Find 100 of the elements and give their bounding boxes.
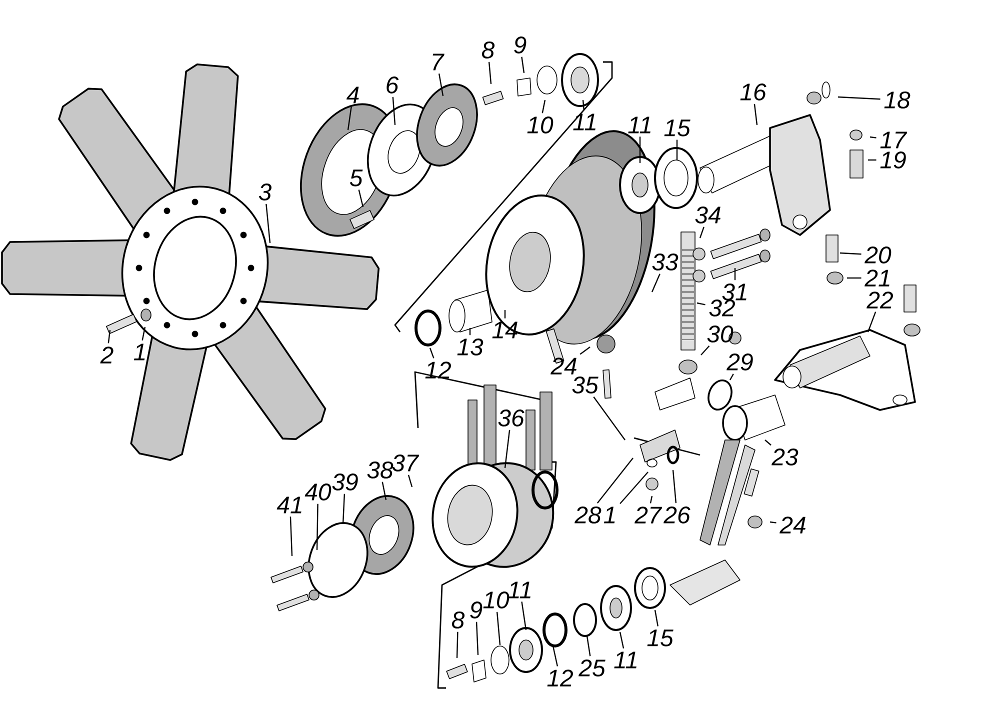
callout-number: 24 <box>550 358 576 374</box>
callout-number: 26 <box>664 506 690 524</box>
callout-number: 21 <box>864 270 890 286</box>
leader-line <box>476 622 479 656</box>
leader-line <box>672 470 677 504</box>
leader-line <box>654 610 658 626</box>
callout-number: 29 <box>726 354 753 370</box>
leader-line <box>342 494 346 524</box>
leader-line <box>521 56 525 74</box>
callout-number: 33 <box>652 254 678 270</box>
callout-number: 39 <box>332 474 358 490</box>
leader-line <box>620 472 648 504</box>
callout-number: 38 <box>367 462 394 478</box>
leader-line <box>316 504 318 550</box>
leader-line <box>867 312 876 332</box>
callout-number: 28 <box>574 506 602 524</box>
leader-line <box>392 96 396 126</box>
callout-number: 23 <box>772 448 798 466</box>
leader-line <box>488 62 492 84</box>
leader-line <box>580 346 590 355</box>
leader-line <box>382 482 387 500</box>
callout-number: 17 <box>880 132 908 148</box>
leader-line <box>619 632 624 648</box>
callout-number: 8 <box>482 42 495 58</box>
leader-line <box>586 636 591 656</box>
leader-line <box>266 204 271 244</box>
leader-line <box>676 140 678 160</box>
callout-number: 11 <box>508 582 530 598</box>
leader-line <box>358 190 364 208</box>
leader-line <box>142 326 146 340</box>
callout-number: 36 <box>498 410 524 426</box>
callout-number: 37 <box>392 454 420 472</box>
callout-number: 16 <box>740 84 766 100</box>
callout-number: 24 <box>780 516 806 534</box>
callout-number: 30 <box>707 326 734 342</box>
leader-line <box>108 330 111 344</box>
callout-number: 5 <box>350 170 363 186</box>
callout-number: 35 <box>572 376 598 394</box>
leader-line <box>847 277 862 279</box>
leader-line <box>429 348 434 358</box>
leader-line <box>868 159 876 161</box>
leader-line <box>438 74 444 96</box>
leader-line <box>456 632 458 658</box>
callout-number: 41 <box>276 496 302 514</box>
callout-number: 9 <box>470 602 482 618</box>
leader-line <box>552 646 558 666</box>
leader-line <box>504 430 510 468</box>
leader-line <box>542 100 546 114</box>
leader-line <box>582 100 585 110</box>
callout-number: 27 <box>634 506 662 524</box>
callout-number: 20 <box>864 246 892 264</box>
callout-number: 1 <box>604 506 615 524</box>
callout-number: 3 <box>258 184 272 200</box>
leader-line <box>870 136 876 138</box>
callout-number: 1 <box>134 344 145 360</box>
leader-line <box>504 310 506 318</box>
callout-number: 32 <box>709 300 735 316</box>
leader-line <box>770 521 776 524</box>
callout-number: 10 <box>527 116 554 134</box>
callout-number: 34 <box>695 206 720 224</box>
leader-line <box>699 226 704 238</box>
leader-line <box>840 252 862 255</box>
leader-line <box>764 440 772 446</box>
callout-number: 12 <box>547 670 573 686</box>
leader-line <box>596 458 634 504</box>
leader-line <box>290 516 293 556</box>
callout-number: 11 <box>614 652 636 668</box>
callout-number: 18 <box>884 92 910 108</box>
callout-number: 31 <box>722 284 746 300</box>
callout-number: 8 <box>452 612 465 628</box>
leader-line <box>754 104 758 126</box>
callout-number: 15 <box>664 120 690 136</box>
callout-number: 4 <box>346 86 359 104</box>
leader-line <box>838 96 880 100</box>
callout-number: 2 <box>100 346 114 364</box>
leader-line <box>593 396 626 440</box>
callout-number: 9 <box>514 36 526 54</box>
leader-line <box>408 474 413 488</box>
callout-number: 25 <box>578 660 606 676</box>
callout-number: 40 <box>304 484 332 500</box>
leader-line <box>469 328 471 336</box>
callout-number: 14 <box>492 322 518 338</box>
leader-line <box>521 602 527 630</box>
callout-number: 13 <box>457 338 484 356</box>
callout-number: 19 <box>880 152 906 168</box>
callout-number: 22 <box>866 292 893 308</box>
leader-line <box>729 374 734 380</box>
callout-number: 10 <box>483 592 510 608</box>
callout-number: 11 <box>628 116 650 134</box>
leader-line <box>734 268 736 280</box>
callout-number: 7 <box>432 54 444 70</box>
leader-line <box>496 612 501 646</box>
leader-line <box>700 346 710 356</box>
leader-line <box>650 496 653 504</box>
leader-line <box>347 106 352 130</box>
leader-line <box>651 274 660 292</box>
callout-number: 15 <box>647 630 674 646</box>
callout-number: 6 <box>386 76 399 94</box>
callout-number: 11 <box>573 114 596 130</box>
leader-line <box>696 302 706 306</box>
